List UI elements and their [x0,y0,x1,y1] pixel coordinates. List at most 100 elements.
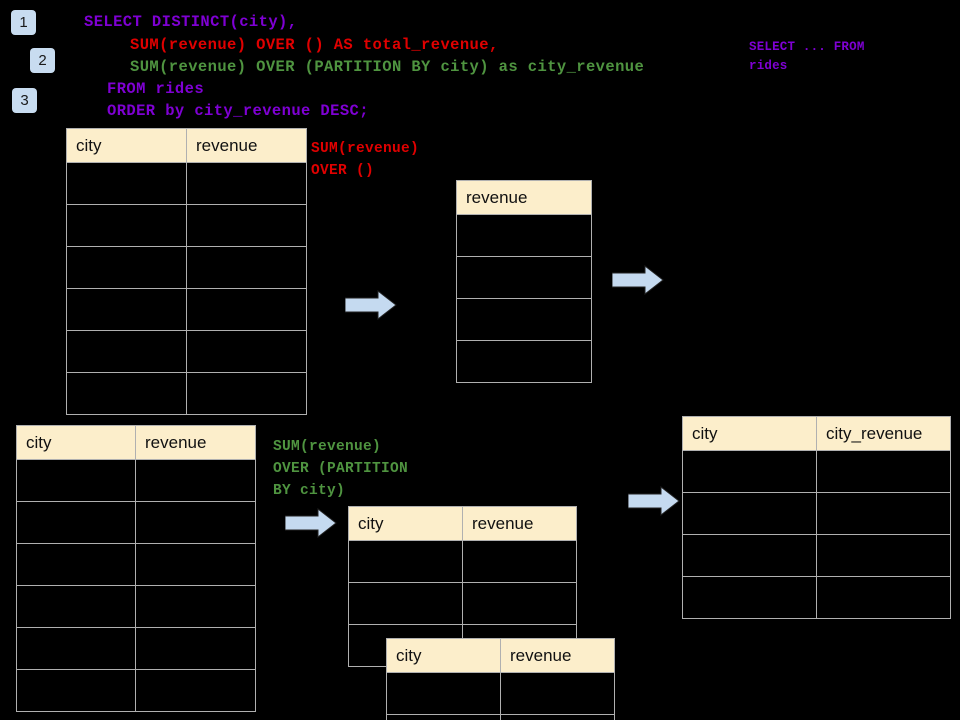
flow-arrow-icon [612,265,664,295]
annotation-city-revenue-line3: BY city) [273,483,346,499]
cell-city-revenue [816,534,951,577]
cell-revenue [462,582,577,625]
cell-revenue [456,214,592,257]
cell-revenue [186,162,307,205]
annotation-city-revenue-line2: OVER (PARTITION [273,461,409,477]
table-row [16,669,256,712]
cell-city-revenue [816,492,951,535]
table-row [16,585,256,628]
table-total-revenue: revenue [456,180,592,383]
annotation-source-query-line1: SELECT ... FROM [749,40,865,54]
table-row [456,214,592,257]
cell-city [16,501,136,544]
table-header-row: city revenue [16,425,256,460]
table-row [456,256,592,299]
table-row [682,492,951,535]
cell-city [66,288,187,331]
cell-city [386,714,501,720]
table-row [682,450,951,493]
table-rides-bottom: city revenue [16,425,256,712]
table-row [348,582,577,625]
table-row [682,534,951,577]
column-header-revenue: revenue [456,180,592,215]
table-row [16,627,256,670]
cell-city [16,627,136,670]
sql-line-select: SELECT DISTINCT(city), [84,13,298,31]
table-row [456,298,592,341]
cell-revenue [135,501,256,544]
cell-city [16,585,136,628]
cell-revenue [186,204,307,247]
column-header-city-revenue: city_revenue [816,416,951,451]
step-badge-1: 1 [11,10,36,35]
column-header-city: city [682,416,817,451]
flow-arrow-icon [628,486,680,516]
column-header-revenue: revenue [462,506,577,541]
step-badge-2: 2 [30,48,55,73]
cell-city [66,162,187,205]
table-row [16,501,256,544]
table-header-row: city revenue [66,128,307,163]
cell-revenue [135,543,256,586]
cell-city [682,576,817,619]
table-result: city city_revenue [682,416,951,619]
table-header-row: city revenue [348,506,577,541]
column-header-revenue: revenue [500,638,615,673]
table-header-row: city city_revenue [682,416,951,451]
table-header-row: revenue [456,180,592,215]
column-header-revenue: revenue [186,128,307,163]
step-badge-3: 3 [12,88,37,113]
sql-line-total-revenue: SUM(revenue) OVER () AS total_revenue, [130,36,499,54]
table-row [66,162,307,205]
table-row [66,204,307,247]
sql-line-from: FROM rides [107,80,205,98]
table-row [66,372,307,415]
flow-arrow-icon [285,508,337,538]
cell-revenue [135,459,256,502]
annotation-source-query-line2: rides [749,59,788,73]
table-row [66,330,307,373]
annotation-total-revenue-line1: SUM(revenue) [311,141,420,157]
cell-revenue [456,340,592,383]
column-header-city: city [386,638,501,673]
cell-city [682,492,817,535]
cell-revenue [135,669,256,712]
column-header-city: city [16,425,136,460]
cell-city [682,534,817,577]
cell-city [348,540,463,583]
table-row [348,540,577,583]
cell-city [66,204,187,247]
cell-city-revenue [816,576,951,619]
table-row [682,576,951,619]
cell-city [66,372,187,415]
cell-revenue [456,256,592,299]
flow-arrow-icon [345,290,397,320]
cell-city [66,246,187,289]
sql-line-order-by: ORDER by city_revenue DESC; [107,102,369,120]
cell-revenue [462,540,577,583]
table-row [386,672,615,715]
cell-revenue [186,288,307,331]
cell-revenue [500,714,615,720]
cell-revenue [135,585,256,628]
table-rides-top: city revenue [66,128,307,415]
table-header-row: city revenue [386,638,615,673]
table-row [66,246,307,289]
table-row [386,714,615,720]
cell-city-revenue [816,450,951,493]
cell-revenue [186,246,307,289]
cell-city [682,450,817,493]
cell-city [348,582,463,625]
table-row [16,459,256,502]
column-header-revenue: revenue [135,425,256,460]
table-row [66,288,307,331]
cell-city [16,669,136,712]
cell-revenue [186,330,307,373]
table-partition-b: city revenue [386,638,615,720]
cell-revenue [500,672,615,715]
table-row [16,543,256,586]
cell-revenue [186,372,307,415]
cell-city [386,672,501,715]
sql-line-city-revenue: SUM(revenue) OVER (PARTITION BY city) as… [130,58,645,76]
